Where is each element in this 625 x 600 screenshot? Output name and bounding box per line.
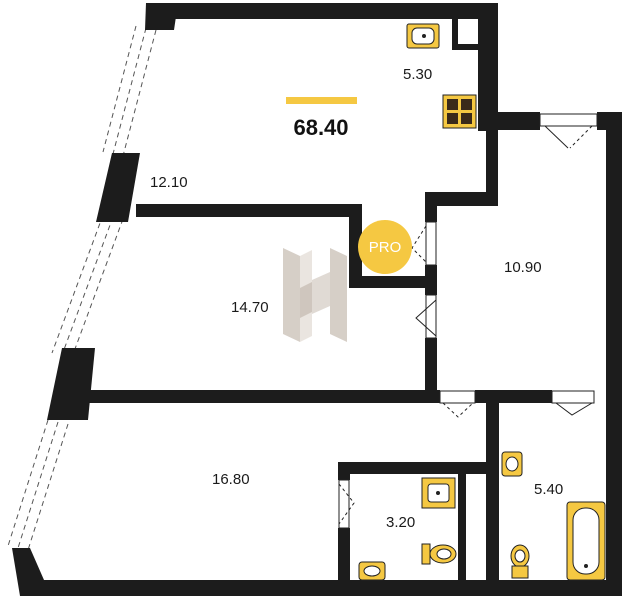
room-area-storage: 5.30 (403, 66, 432, 83)
room-area-bedroom: 14.70 (231, 299, 269, 316)
toilet-icon (421, 543, 457, 565)
room-area-hallway: 10.90 (504, 259, 542, 276)
sink-icon (421, 477, 456, 509)
room-area-kitchen: 12.10 (150, 174, 188, 191)
pro-badge-label: PRO (369, 239, 402, 256)
pro-badge[interactable]: PRO (358, 220, 412, 274)
sink-icon (358, 561, 386, 581)
total-area: 68.40 (293, 115, 348, 140)
window-icon (7, 25, 157, 551)
sink-icon (501, 451, 523, 477)
walls (12, 3, 622, 596)
sink-icon (406, 23, 440, 49)
toilet-icon (510, 544, 530, 579)
room-area-living: 16.80 (212, 471, 250, 488)
stove-icon (442, 94, 477, 129)
total-accent-bar (286, 97, 357, 104)
door-icon (338, 113, 598, 529)
room-area-bathroom: 5.40 (534, 481, 563, 498)
bathtub-icon (566, 501, 606, 581)
room-area-toilet: 3.20 (386, 514, 415, 531)
watermark-logo (283, 248, 347, 342)
